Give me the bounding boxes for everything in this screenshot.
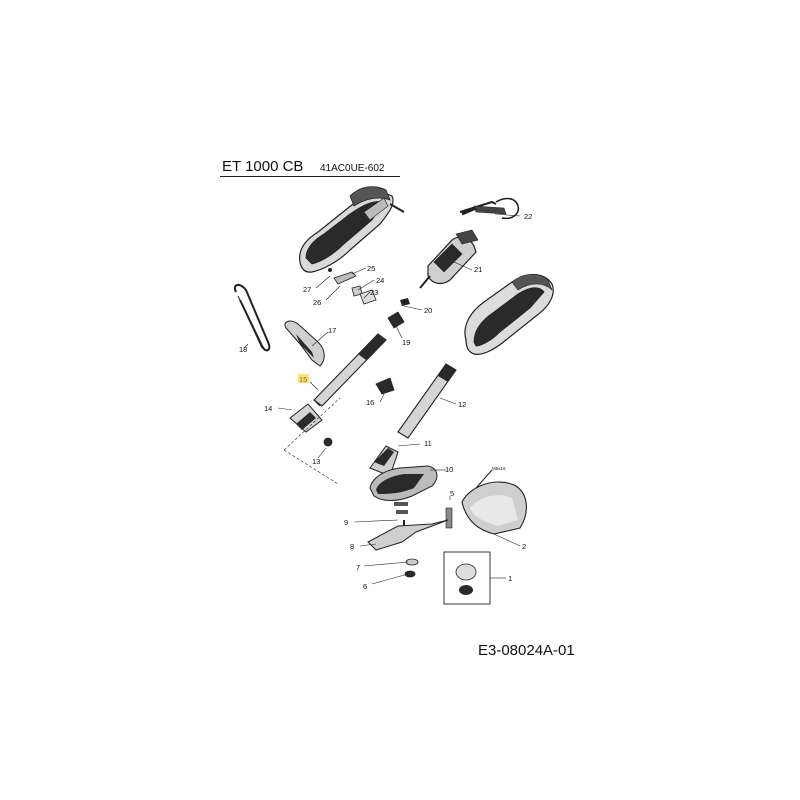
part-label-1: 1 [508,574,512,583]
part-label-5: 5 [450,489,454,498]
part-label-10: 10 [445,465,453,474]
part-label-17: 17 [328,326,336,335]
cutting-blade[interactable] [367,519,449,551]
blade-nut[interactable] [404,570,416,578]
strap[interactable] [234,284,271,352]
title-underline [220,176,400,177]
assembly-bracket [283,397,341,485]
part-label-9: 9 [344,518,348,527]
upper-shaft[interactable] [313,333,387,407]
part-label-12: 12 [458,400,466,409]
part-label-7: 7 [356,563,360,572]
lower-shaft[interactable] [397,363,457,439]
cable-assembly[interactable] [459,197,520,220]
part-label-11: 11 [424,439,432,448]
grass-guard[interactable] [461,469,527,535]
part-label-19: 19 [402,338,410,347]
lock-button[interactable] [375,377,395,395]
shaft-joint[interactable] [289,403,323,433]
screw-spec-label: M5x16 [492,466,506,471]
part-label-18: 18 [239,345,247,354]
auxiliary-handle[interactable] [284,320,325,367]
part-label-22: 22 [524,212,532,221]
motor-housing-right[interactable] [464,273,554,355]
highlight-box [298,374,309,383]
part-labels: 22 21 20 19 25 24 23 27 26 18 17 15 16 1… [239,212,532,591]
part-label-15: 15 [299,375,307,384]
diagram-id: E3-08024A-01 [478,642,575,659]
part-label-20: 20 [424,306,432,315]
small-parts-group[interactable] [328,268,410,306]
part-label-21: 21 [474,265,482,274]
spool-head[interactable] [443,551,491,605]
part-label-13: 13 [312,457,320,466]
diagram-title: ET 1000 CB [222,158,304,175]
model-number: 41AC0UE-602 [320,163,385,174]
part-label-2: 2 [522,542,526,551]
guard-mount[interactable] [369,465,438,501]
leader-lines [243,213,521,585]
part-label-24: 24 [376,276,384,285]
part-label-16: 16 [366,398,374,407]
motor-housing-left[interactable] [299,186,405,273]
part-label-25: 25 [367,264,375,273]
motor[interactable] [419,229,479,289]
part-label-27: 27 [303,285,311,294]
part-label-26: 26 [313,298,321,307]
part-label-23: 23 [370,288,378,297]
coupler[interactable] [387,311,405,329]
part-label-14: 14 [264,404,272,413]
part-label-6: 6 [363,582,367,591]
nut[interactable] [323,437,333,447]
part-label-8: 8 [350,542,354,551]
